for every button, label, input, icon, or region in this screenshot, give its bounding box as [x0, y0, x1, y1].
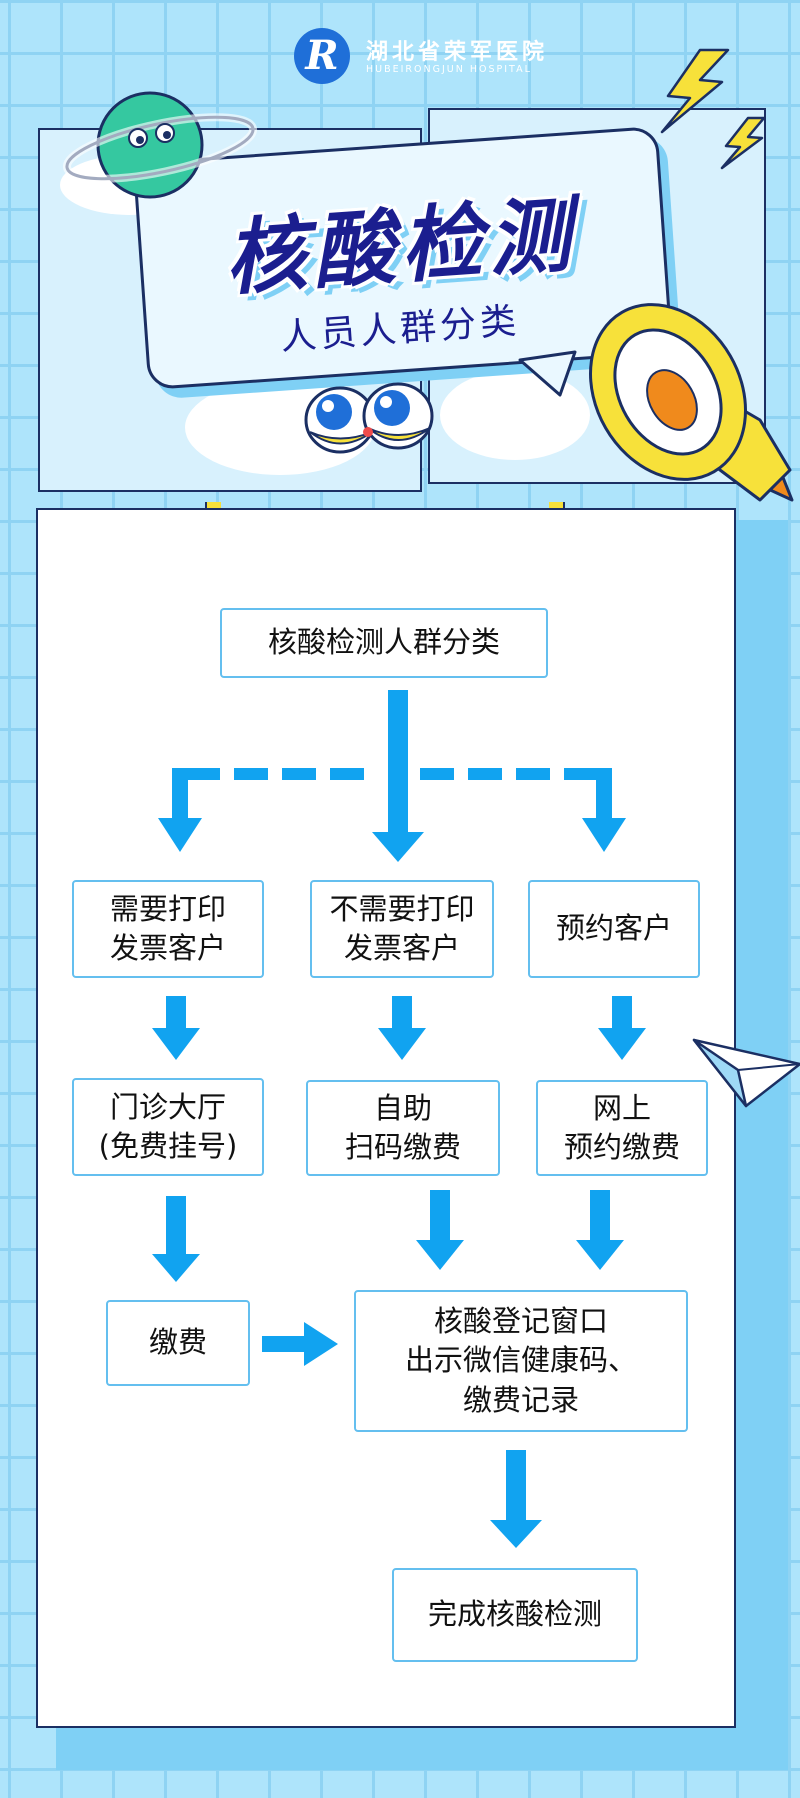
- flow-col2-step-label: 自助 扫码缴费: [344, 1090, 461, 1164]
- flow-col3-step-box: 网上 预约缴费: [536, 1080, 708, 1176]
- arrow-root-to-col2: [372, 690, 424, 862]
- flow-col1-payment-label: 缴费: [148, 1325, 207, 1360]
- flow-col2-category-label: 不需要打印 发票客户: [329, 891, 475, 965]
- flow-col1-category-label: 需要打印 发票客户: [109, 891, 226, 965]
- flow-final-box: 完成核酸检测: [392, 1568, 638, 1662]
- lightning-icon: [660, 48, 766, 170]
- eyes-icon: [304, 382, 434, 454]
- flow-register-box: 核酸登记窗口 出示微信健康码、 缴费记录: [354, 1290, 688, 1432]
- arrow-col1-step-to-payment: [152, 1196, 200, 1282]
- flow-col2-step-box: 自助 扫码缴费: [306, 1080, 500, 1176]
- arrow-to-col3: [582, 768, 626, 852]
- arrow-col2-step-to-register: [416, 1190, 464, 1270]
- flow-col1-category-box: 需要打印 发票客户: [72, 880, 264, 978]
- arrow-col1-category-to-step: [152, 996, 200, 1060]
- flow-col3-category-label: 预约客户: [555, 911, 672, 946]
- flow-root-label: 核酸检测人群分类: [267, 625, 500, 660]
- hospital-name: 湖北省荣军医院: [366, 40, 549, 65]
- arrow-to-col1: [158, 768, 202, 852]
- arrow-payment-to-register: [262, 1322, 338, 1366]
- hero-decorations: [62, 48, 794, 520]
- flow-register-label: 核酸登记窗口 出示微信健康码、 缴费记录: [404, 1304, 637, 1417]
- flow-root-box: 核酸检测人群分类: [220, 608, 548, 678]
- megaphone-icon: [589, 303, 794, 502]
- flow-col1-step-label: 门诊大厅 (免费挂号): [98, 1089, 238, 1163]
- flow-final-label: 完成核酸检测: [427, 1597, 602, 1632]
- flow-col3-step-label: 网上 预约缴费: [563, 1090, 680, 1164]
- arrow-col3-step-to-register: [576, 1190, 624, 1270]
- dashed-branch: [186, 768, 598, 780]
- arrow-col3-category-to-step: [598, 996, 646, 1060]
- logo-icon: R: [294, 28, 350, 84]
- flow-col3-category-box: 预约客户: [528, 880, 700, 978]
- planet-icon: [62, 91, 258, 199]
- arrow-register-to-final: [490, 1450, 542, 1548]
- flow-col2-category-box: 不需要打印 发票客户: [310, 880, 494, 978]
- flow-col1-payment-box: 缴费: [106, 1300, 250, 1386]
- hospital-name-en: HUBEIRONGJUN HOSPITAL: [366, 64, 532, 75]
- arrow-col2-category-to-step: [378, 996, 426, 1060]
- paper-plane-icon: [692, 1038, 800, 1108]
- flow-col1-step-box: 门诊大厅 (免费挂号): [72, 1078, 264, 1176]
